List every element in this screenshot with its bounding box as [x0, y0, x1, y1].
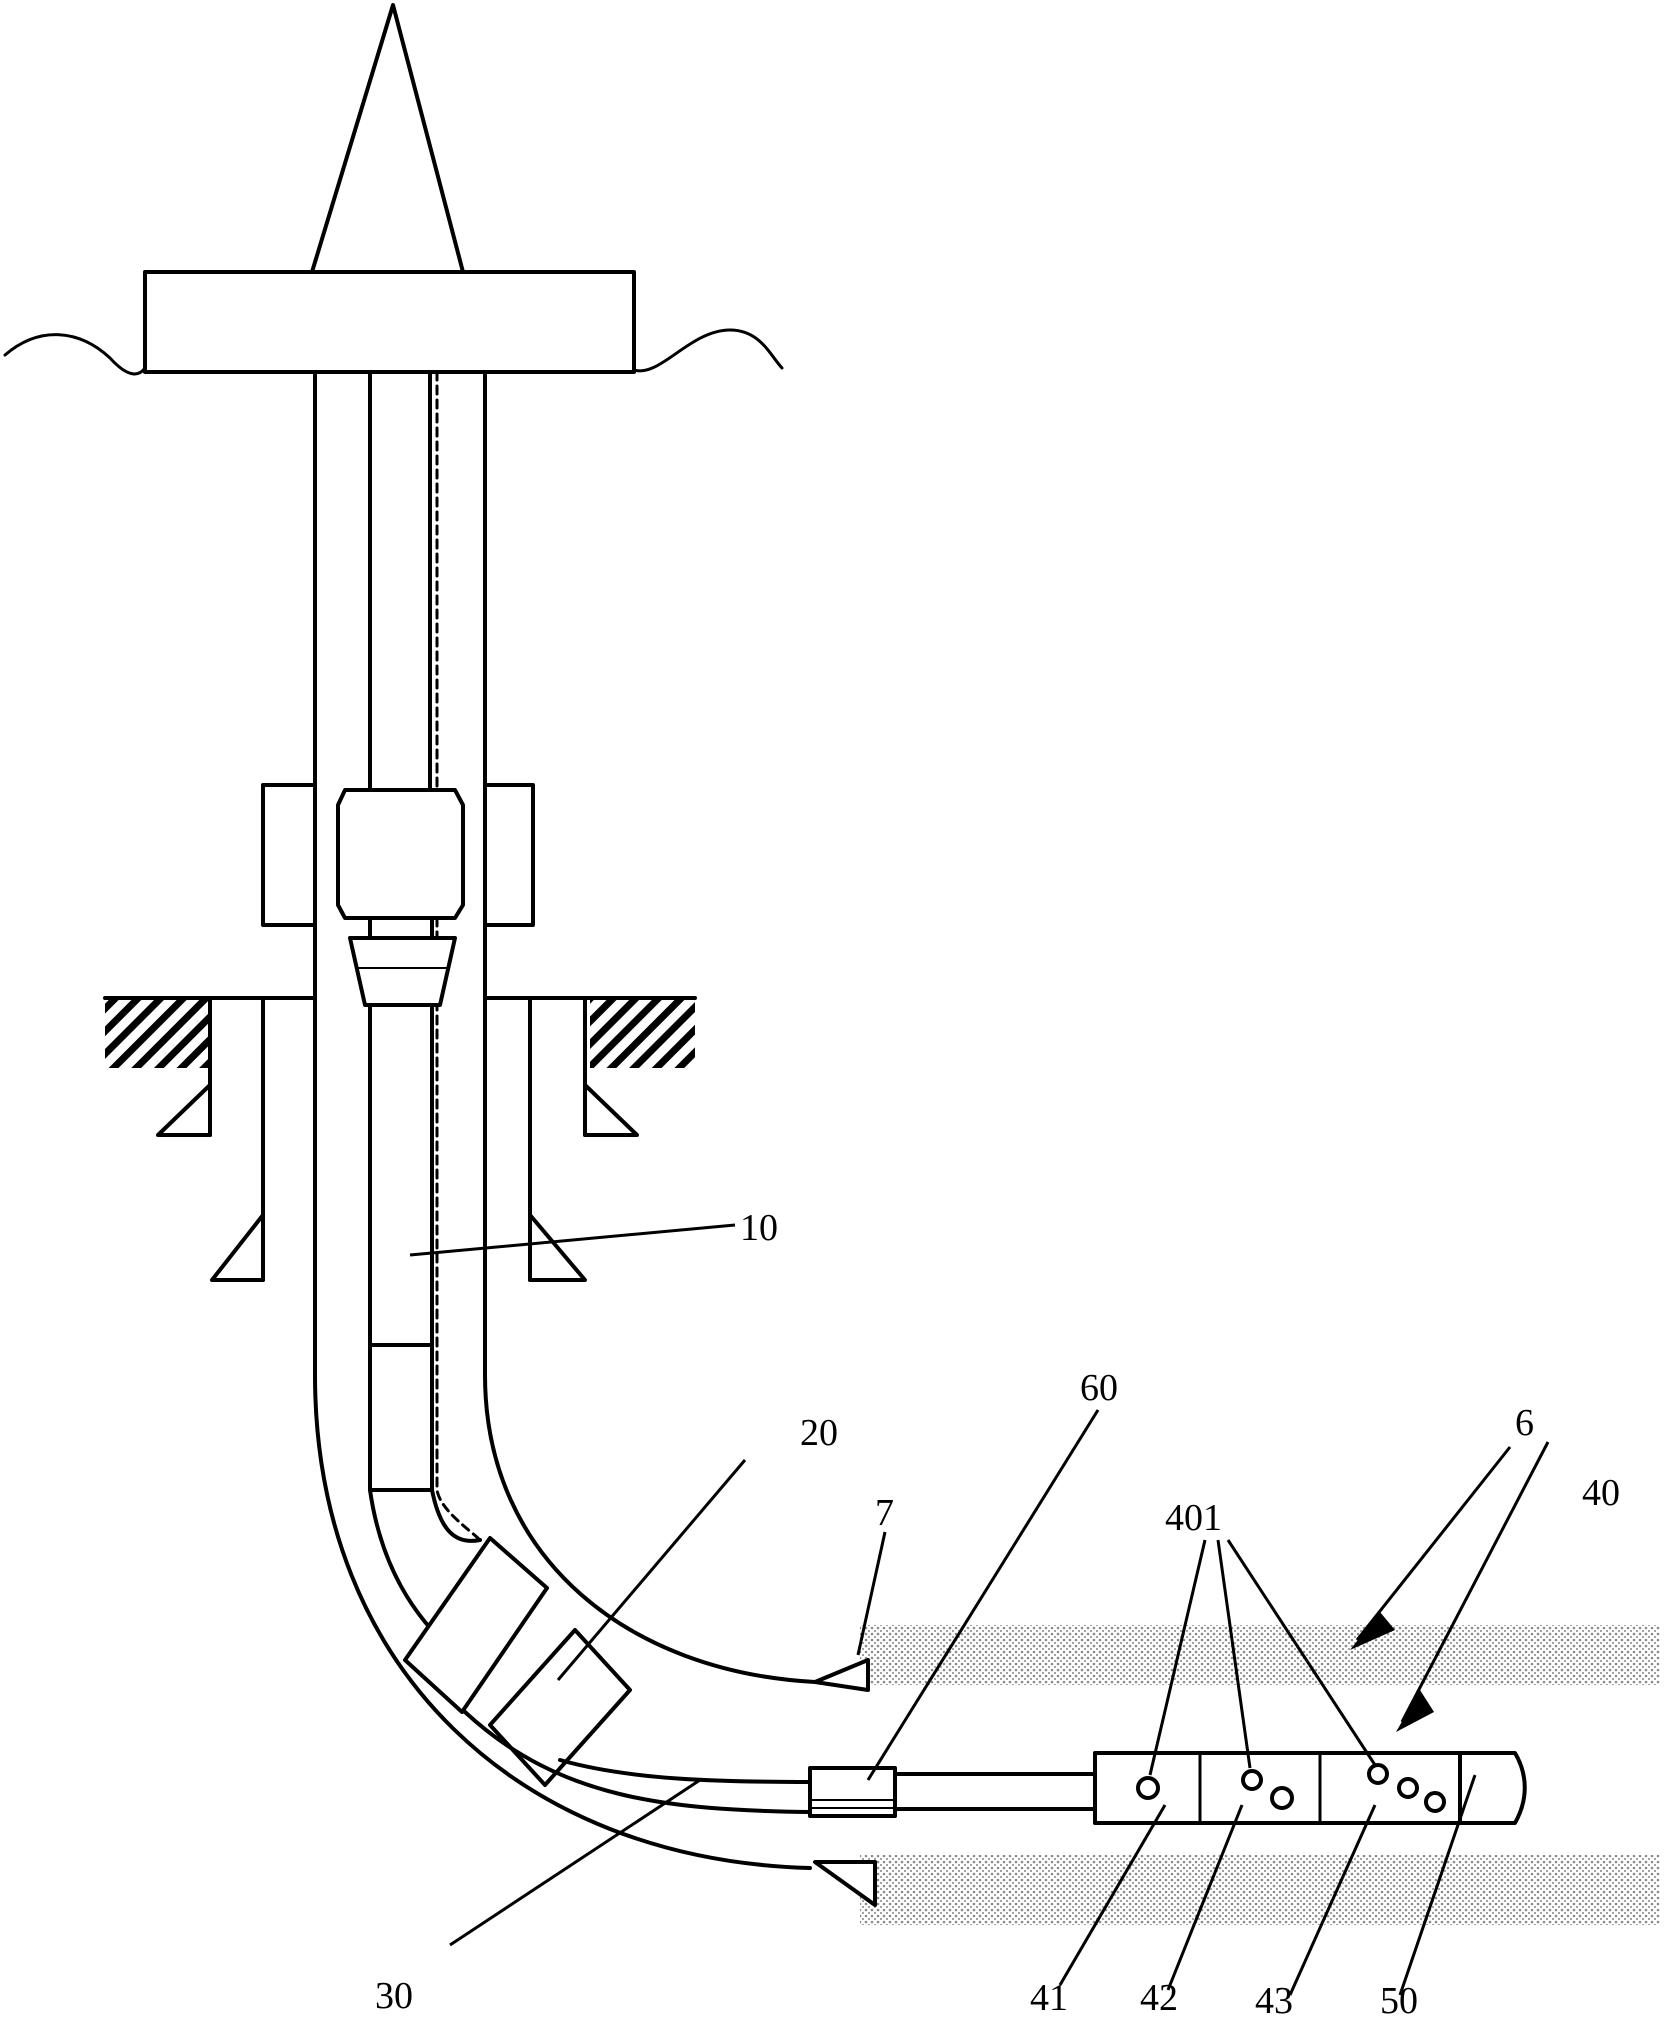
label-401: 401	[1165, 1497, 1222, 1539]
label-10: 10	[740, 1207, 778, 1249]
bop-left	[261, 783, 317, 927]
label-60: 60	[1080, 1367, 1118, 1409]
formation-upper	[860, 1625, 1660, 1685]
arrowheads	[1350, 1612, 1434, 1732]
tool-cable	[893, 1772, 1097, 1811]
vertical-tool	[368, 1343, 434, 1492]
centralizer	[403, 1536, 549, 1714]
label-41: 41	[1030, 1977, 1068, 2015]
sea-surface	[3, 328, 784, 376]
label-50: 50	[1380, 1980, 1418, 2015]
label-40: 40	[1582, 1472, 1620, 1514]
platform	[143, 270, 636, 374]
outer-casing	[156, 996, 639, 1282]
ground-surface	[103, 996, 697, 1068]
leader-lines	[409, 1223, 1550, 1996]
derrick	[310, 3, 465, 274]
cable	[435, 370, 482, 1542]
well-casing	[313, 370, 817, 1870]
label-7: 7	[875, 1492, 894, 1534]
label-30: 30	[375, 1975, 413, 2015]
bop-right	[483, 783, 535, 927]
casing-shoe-upper	[813, 1658, 870, 1692]
bit-50	[1458, 1751, 1527, 1825]
label-42: 42	[1140, 1977, 1178, 2015]
tool-40	[1093, 1751, 1462, 1825]
label-43: 43	[1255, 1980, 1293, 2015]
label-6: 6	[1515, 1402, 1534, 1444]
label-20: 20	[800, 1412, 838, 1454]
casing-shoe-lower	[813, 1860, 877, 1907]
formation-lower	[860, 1855, 1660, 1925]
tool-20	[488, 1628, 632, 1787]
bop-tool	[336, 788, 465, 1007]
